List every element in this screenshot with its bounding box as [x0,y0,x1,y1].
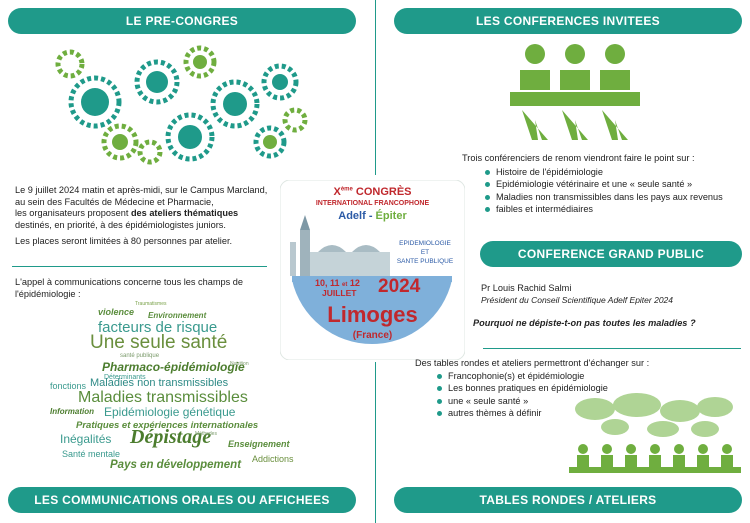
pre-congres-text: Le 9 juillet 2024 matin et après-midi, s… [15,185,268,246]
poster-adelf-epiter: Adelf - Épiter [338,210,407,222]
list-item: une « seule santé » [437,395,637,407]
list-item: Francophonie(s) et épidémiologie [437,370,637,382]
right-divider [483,348,741,349]
tables-list: Francophonie(s) et épidémiologie Les bon… [437,370,637,420]
wc-word: Epidémiologie génétique [104,405,236,419]
poster-year: 2024 [378,276,421,297]
wc-word: Pays en développement [110,459,242,471]
wc-word: Addictions [252,454,294,464]
wc-word: Environnement [148,311,207,320]
list-item: Epidémiologie vétérinaire et une « seule… [485,178,740,190]
wc-word: Pratiques et expériences internationales [76,420,259,431]
banner-grand-public: CONFERENCE GRAND PUBLIC [480,241,742,267]
poster-graphic [280,180,465,360]
tables-intro: Des tables rondes et ateliers permettron… [415,358,650,368]
center-divider-top [375,0,376,175]
list-item: faibles et intermédiaires [485,203,740,215]
banner-tables-rondes: TABLES RONDES / ATELIERS [394,487,742,513]
speaker-name: Pr Louis Rachid Salmi [481,283,572,293]
poster-theme: EPIDEMIOLOGIE ET SANTE PUBLIQUE [396,240,454,265]
wc-word: Santé mentale [62,449,121,459]
wc-word: Déterminants [104,374,146,381]
poster-city: Limoges [327,302,418,327]
wc-word: santé publique [120,353,160,359]
wc-word: Inégalités [60,432,112,446]
gears-illustration [55,45,308,165]
center-divider-bottom [375,362,376,523]
wc-word: violence [98,307,135,317]
list-item: Maladies non transmissibles dans les pay… [485,191,740,203]
banner-conferences: LES CONFERENCES INVITEES [394,8,742,34]
poster-dates: 10, 11 et 12 [315,278,360,288]
wc-word: Traumatismes [135,301,167,307]
speaker-role: Président du Conseil Scientifique Adelf … [481,295,673,305]
communications-intro: L'appel à communications concerne tous l… [15,277,243,299]
poster-edition: Xème CONGRÈS [333,186,412,198]
wc-word: facteurs de risque [98,319,218,336]
list-item: Histoire de l'épidémiologie [485,166,740,178]
wc-word: Dépistage [130,426,212,448]
wc-word: Une seule santé [90,332,228,353]
wc-word: Maladies non transmissibles [90,377,229,389]
banner-communications: LES COMMUNICATIONS ORALES OU AFFICHEES [8,487,356,513]
wc-word: Enseignement [228,439,290,449]
wc-word: Pharmaco-épidémiologie [102,360,245,374]
congress-poster: Xème CONGRÈS INTERNATIONAL FRANCOPHONE A… [280,180,465,360]
speakers-illustration [510,44,640,140]
poster-country: (France) [352,330,393,341]
left-divider [12,266,267,267]
conference-question: Pourquoi ne dépiste-t-on pas toutes les … [473,318,696,328]
word-cloud: Traumatismes violence Environnement fact… [40,300,300,480]
wc-word: Maladies transmissibles [78,389,248,406]
conferences-list: Histoire de l'épidémiologie Epidémiologi… [485,166,740,216]
banner-pre-congres: LE PRE-CONGRES [8,8,356,34]
list-item: Les bonnes pratiques en épidémiologie [437,382,637,394]
wc-word: fonctions [50,381,87,391]
poster-month: JUILLET [322,288,357,298]
conferences-intro: Trois conférenciers de renom viendront f… [462,153,695,163]
poster-international: INTERNATIONAL FRANCOPHONE [315,200,430,207]
wc-word: Nutrition [230,361,249,367]
wc-word: Méthodes [195,431,217,437]
wc-word: Information [50,407,94,416]
list-item: autres thèmes à définir [437,407,637,419]
discussion-illustration [569,393,741,473]
